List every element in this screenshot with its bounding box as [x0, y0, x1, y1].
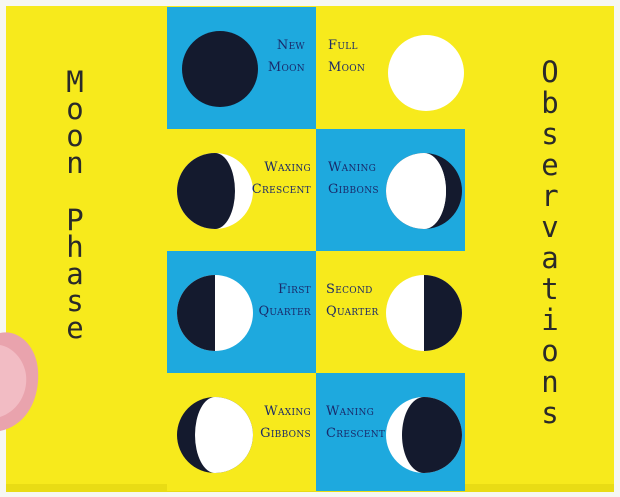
observations-title: O b s e r v a t i o n s [520, 58, 580, 430]
title-letter: v [520, 213, 580, 244]
title-letter: n [45, 149, 105, 176]
title-letter: h [45, 233, 105, 260]
title-letter: r [520, 182, 580, 213]
title-letter: o [45, 95, 105, 122]
title-letter: M [45, 68, 105, 95]
full-moon-icon [386, 33, 466, 113]
title-letter: i [520, 306, 580, 337]
title-letter: e [520, 151, 580, 182]
title-letter: o [520, 337, 580, 368]
title-gap [45, 176, 105, 206]
title-letter: b [520, 89, 580, 120]
title-letter: O [520, 58, 580, 89]
title-letter: s [45, 287, 105, 314]
waning-gibbous-icon [384, 151, 464, 231]
finger-photo [0, 325, 40, 435]
title-letter: n [520, 368, 580, 399]
title-letter: o [45, 122, 105, 149]
title-letter: t [520, 275, 580, 306]
title-letter: P [45, 206, 105, 233]
second-quarter-icon [384, 273, 464, 353]
title-letter: s [520, 120, 580, 151]
title-letter: s [520, 399, 580, 430]
waning-crescent-icon [384, 395, 464, 475]
title-letter: a [45, 260, 105, 287]
moon-phase-title: M o o n P h a s e [45, 68, 105, 341]
title-letter: a [520, 244, 580, 275]
title-letter: e [45, 314, 105, 341]
